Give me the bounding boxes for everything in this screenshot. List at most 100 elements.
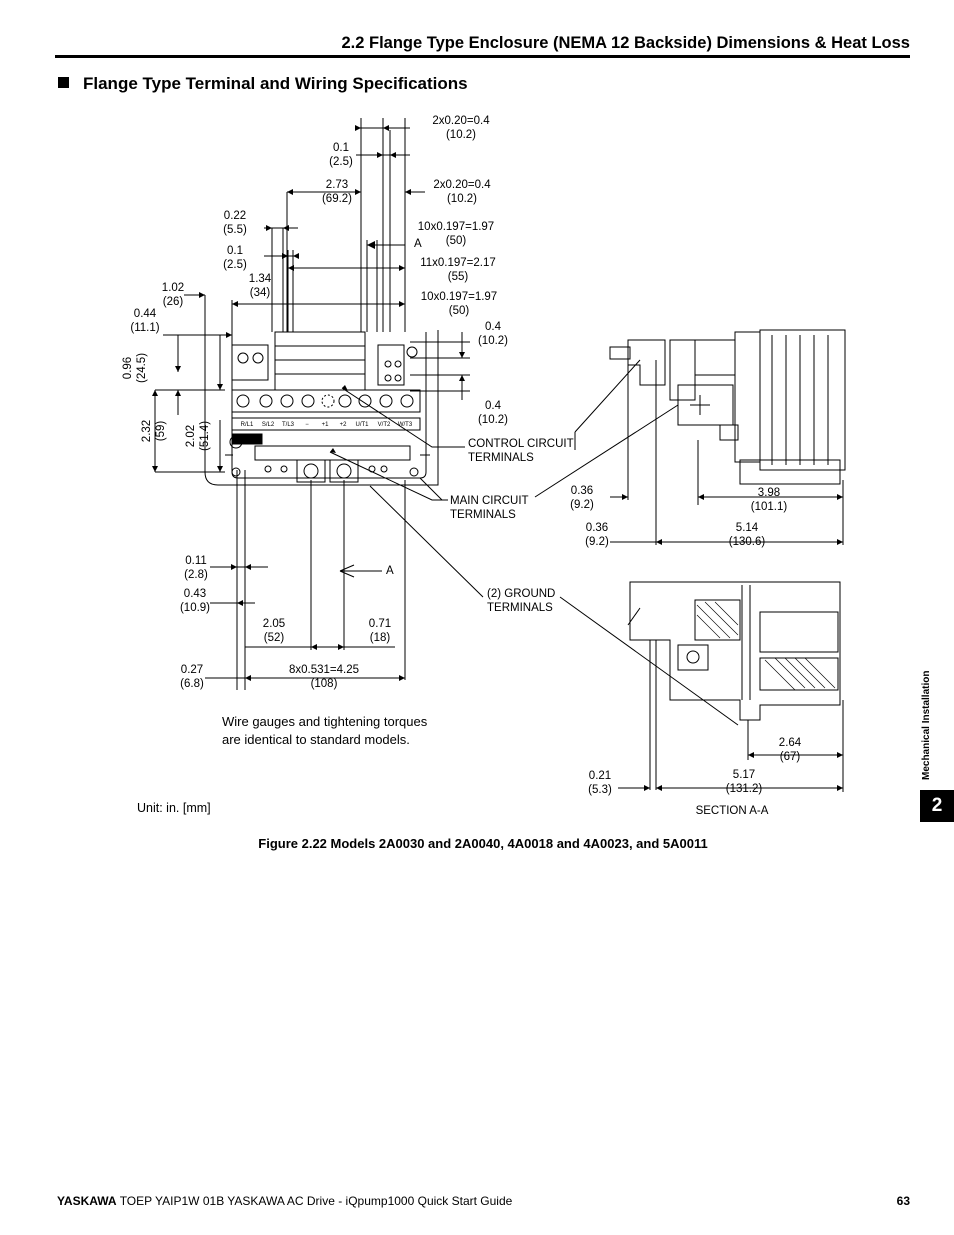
figure-note: Wire gauges and tightening torques xyxy=(222,714,428,729)
dim-label: 0.44 xyxy=(134,308,157,320)
section-title-text: Flange Type Terminal and Wiring Specific… xyxy=(83,74,468,93)
dim-label: (11.1) xyxy=(130,322,159,334)
section-marker-a: A xyxy=(414,238,422,250)
dim-label: (10.2) xyxy=(478,335,508,347)
callout-control-circuit: TERMINALS xyxy=(468,452,534,464)
dim-label: (10.2) xyxy=(447,193,477,205)
callout-main-circuit: TERMINALS xyxy=(450,509,516,521)
dim-label: 0.4 xyxy=(485,321,502,333)
dim-label: (10.9) xyxy=(180,602,210,614)
chapter-number-tab: 2 xyxy=(920,790,954,822)
section-label: SECTION A-A xyxy=(696,805,769,817)
dim-label: (9.2) xyxy=(570,499,594,511)
dim-label: 0.22 xyxy=(224,210,246,222)
dimension-drawing: R/L1 S/L2 T/L3 − +1 +2 U/T1 V/T2 W/T3 2x… xyxy=(122,115,846,817)
dim-label: 0.36 xyxy=(571,485,593,497)
section-marker-a: A xyxy=(386,565,394,577)
terminal-label: S/L2 xyxy=(262,422,275,428)
dim-label: 2.64 xyxy=(779,737,802,749)
dim-label: 0.71 xyxy=(369,618,391,630)
terminal-label: T/L3 xyxy=(282,422,295,428)
dim-label: (131.2) xyxy=(726,783,763,795)
front-view-outline xyxy=(204,330,439,486)
dim-label: (5.3) xyxy=(588,784,612,796)
terminal-label: R/L1 xyxy=(241,422,254,428)
dim-label: 0.11 xyxy=(185,555,207,567)
dim-label: 0.1 xyxy=(227,245,243,257)
dim-label: 10x0.197=1.97 xyxy=(421,291,497,303)
callout-main-circuit: MAIN CIRCUIT xyxy=(450,495,529,507)
dim-label: 0.96 xyxy=(122,357,134,379)
terminal-label: U/T1 xyxy=(355,422,369,428)
dim-label: (51.4) xyxy=(199,421,211,451)
dim-label: 2x0.20=0.4 xyxy=(433,179,491,191)
chapter-side-label: Mechanical Installation xyxy=(921,670,932,780)
callout-ground: TERMINALS xyxy=(487,602,553,614)
dim-label: (50) xyxy=(449,305,470,317)
dim-label: 2x0.20=0.4 xyxy=(432,115,490,127)
dim-label: 10x0.197=1.97 xyxy=(418,221,494,233)
dim-label: 0.1 xyxy=(333,142,349,154)
terminal-label: +1 xyxy=(322,422,330,428)
square-bullet-icon xyxy=(58,77,69,88)
page-footer: YASKAWA TOEP YAIP1W 01B YASKAWA AC Drive… xyxy=(57,1194,512,1208)
figure-note: are identical to standard models. xyxy=(222,732,410,747)
dim-label: (52) xyxy=(264,632,285,644)
dim-label: (50) xyxy=(446,235,467,247)
dim-label: (69.2) xyxy=(322,193,352,205)
dim-label: 11x0.197=2.17 xyxy=(420,257,496,269)
side-view-heatsink xyxy=(759,329,846,471)
dim-label: 0.43 xyxy=(184,588,206,600)
terminal-label: V/T2 xyxy=(378,422,391,428)
page-number: 63 xyxy=(896,1194,910,1208)
dim-label: 1.34 xyxy=(249,273,272,285)
dim-label: (26) xyxy=(163,296,184,308)
dim-label: (2.8) xyxy=(184,569,208,581)
dim-label: (108) xyxy=(311,678,338,690)
dim-label: (5.5) xyxy=(223,224,247,236)
unit-label: Unit: in. [mm] xyxy=(137,801,211,815)
dim-label: (2.5) xyxy=(223,259,247,271)
dim-label: (6.8) xyxy=(180,678,204,690)
dim-label: (130.6) xyxy=(729,536,766,548)
dim-label: 2.73 xyxy=(326,179,348,191)
dim-label: (10.2) xyxy=(478,414,508,426)
page-header-title: 2.2 Flange Type Enclosure (NEMA 12 Backs… xyxy=(341,34,910,52)
callout-control-circuit: CONTROL CIRCUIT xyxy=(468,438,574,450)
figure-caption: Figure 2.22 Models 2A0030 and 2A0040, 4A… xyxy=(258,836,708,851)
footer-brand: YASKAWA xyxy=(57,1194,117,1208)
dim-label: (67) xyxy=(780,751,801,763)
footer-text: TOEP YAIP1W 01B YASKAWA AC Drive - iQpum… xyxy=(116,1194,513,1208)
callout-ground: (2) GROUND xyxy=(487,588,555,600)
header-rule xyxy=(55,55,910,58)
terminal-label: +2 xyxy=(340,422,348,428)
dim-label: (101.1) xyxy=(751,501,788,513)
dim-label: 2.32 xyxy=(141,420,153,442)
dim-label: 0.4 xyxy=(485,400,502,412)
dim-label: (18) xyxy=(370,632,391,644)
control-terminal-block xyxy=(274,331,366,391)
dim-label: 8x0.531=4.25 xyxy=(289,664,359,676)
section-title: Flange Type Terminal and Wiring Specific… xyxy=(58,74,468,94)
dim-label: 2.02 xyxy=(185,425,197,447)
dim-label: (9.2) xyxy=(585,536,609,548)
section-a-a-outline xyxy=(629,581,841,721)
dim-label: (34) xyxy=(250,287,271,299)
dim-label: (24.5) xyxy=(136,353,148,383)
dim-label: 0.27 xyxy=(181,664,203,676)
terminal-label-row: R/L1 S/L2 T/L3 − +1 +2 U/T1 V/T2 W/T3 xyxy=(241,422,413,428)
dim-label: (10.2) xyxy=(446,129,476,141)
dim-label: 5.17 xyxy=(733,769,755,781)
dim-label: 5.14 xyxy=(736,522,759,534)
dim-label: (59) xyxy=(155,421,167,442)
dim-label: 2.05 xyxy=(263,618,285,630)
dim-label: 0.21 xyxy=(589,770,611,782)
main-terminal-row xyxy=(231,389,421,413)
terminal-label: − xyxy=(305,422,309,428)
dim-label: (55) xyxy=(448,271,469,283)
terminal-label: W/T3 xyxy=(398,422,413,428)
dim-label: (2.5) xyxy=(329,156,353,168)
dim-label: 1.02 xyxy=(162,282,184,294)
dim-label: 3.98 xyxy=(758,487,780,499)
dim-label: 0.36 xyxy=(586,522,608,534)
